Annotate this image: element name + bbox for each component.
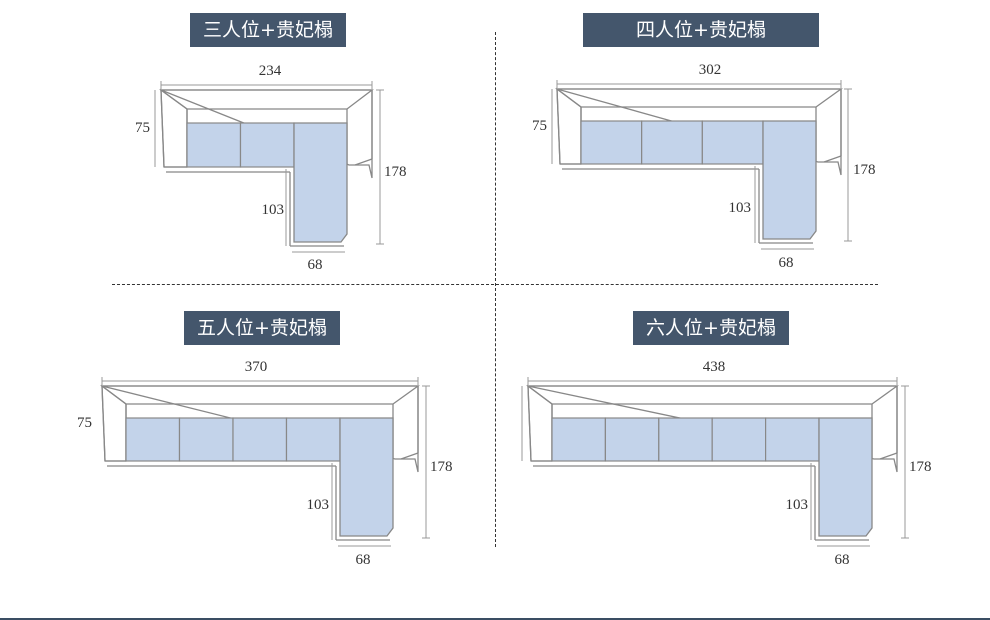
panel-3-left-arm — [101, 384, 127, 462]
panel-3-total-width: 370 — [244, 359, 268, 375]
panel-4-left-arm — [527, 384, 553, 462]
panel-3-depth: 75 — [77, 415, 92, 431]
panel-4-seat-cushion — [658, 417, 713, 462]
panel-2-total-length: 178 — [853, 162, 876, 178]
horizontal-divider — [112, 284, 878, 285]
panel-2-chaise-width: 68 — [778, 255, 794, 271]
panel-1-depth: 75 — [135, 120, 150, 136]
panel-1-title: 三人位+贵妃榻 — [190, 13, 346, 47]
panel-4-chaise-length: 103 — [785, 497, 809, 513]
panel-4-backrest — [526, 385, 900, 405]
panel-2-seat-cushion — [641, 120, 703, 165]
bottom-bar — [0, 618, 990, 620]
panel-3-seat-cushion — [232, 417, 288, 462]
panel-3-seat-cushion — [285, 417, 341, 462]
panel-2-title: 四人位+贵妃榻 — [583, 13, 819, 47]
panel-2-right-arm-foot — [823, 155, 842, 163]
panel-2-backrest — [555, 88, 844, 108]
panel-3-chaise-width: 68 — [355, 552, 371, 568]
panel-4-chaise-width: 68 — [834, 552, 850, 568]
panel-2-depth: 75 — [532, 118, 547, 134]
panel-1-chaise-width: 68 — [307, 257, 323, 273]
panel-2-left-arm — [556, 87, 582, 165]
panel-4-seat-cushion — [764, 417, 820, 462]
panel-3-right-arm-foot — [400, 452, 419, 460]
panel-2-seat-cushion — [580, 120, 643, 165]
panel-1-total-length: 178 — [384, 164, 407, 180]
panel-1-left-edge — [160, 89, 165, 168]
panel-4-chaise-cushion — [818, 417, 873, 537]
panel-4-seat-cushion — [604, 417, 660, 462]
panel-3-total-length: 178 — [430, 459, 453, 475]
panel-1-total-width: 234 — [258, 63, 282, 79]
panel-1-backrest — [159, 89, 374, 110]
panel-3-seat-cushion — [125, 417, 181, 462]
panel-2-chaise-cushion — [762, 120, 817, 240]
panel-2-seat-cushion — [701, 120, 764, 165]
panel-4-left-edge — [527, 385, 532, 462]
panel-3-chaise-length: 103 — [306, 497, 330, 513]
panel-2-chaise-length: 103 — [728, 200, 752, 216]
panel-1-seat-cushion — [239, 122, 295, 168]
panel-1-chaise-length: 103 — [261, 202, 285, 218]
panel-1-right-arm-foot — [354, 158, 373, 166]
panel-4-total-length: 178 — [909, 459, 932, 475]
panel-3-seat-cushion — [178, 417, 234, 462]
panel-1-left-arm — [160, 88, 188, 168]
panel-2-total-width: 302 — [698, 62, 722, 78]
panel-4-title: 六人位+贵妃榻 — [633, 311, 789, 345]
panel-1-seat-cushion — [186, 122, 242, 168]
panel-3-chaise-cushion — [339, 417, 394, 537]
panel-4-seat-cushion — [711, 417, 767, 462]
panel-4-right-arm-foot — [879, 452, 898, 460]
panel-3-backrest — [100, 385, 421, 405]
panel-1-chaise-cushion — [293, 122, 348, 243]
panel-2-left-edge — [556, 88, 561, 165]
panel-4-seat-cushion — [551, 417, 607, 462]
panel-3-left-edge — [101, 385, 106, 462]
vertical-divider — [495, 32, 496, 547]
panel-3-title: 五人位+贵妃榻 — [184, 311, 340, 345]
panel-4-total-width: 438 — [702, 359, 726, 375]
